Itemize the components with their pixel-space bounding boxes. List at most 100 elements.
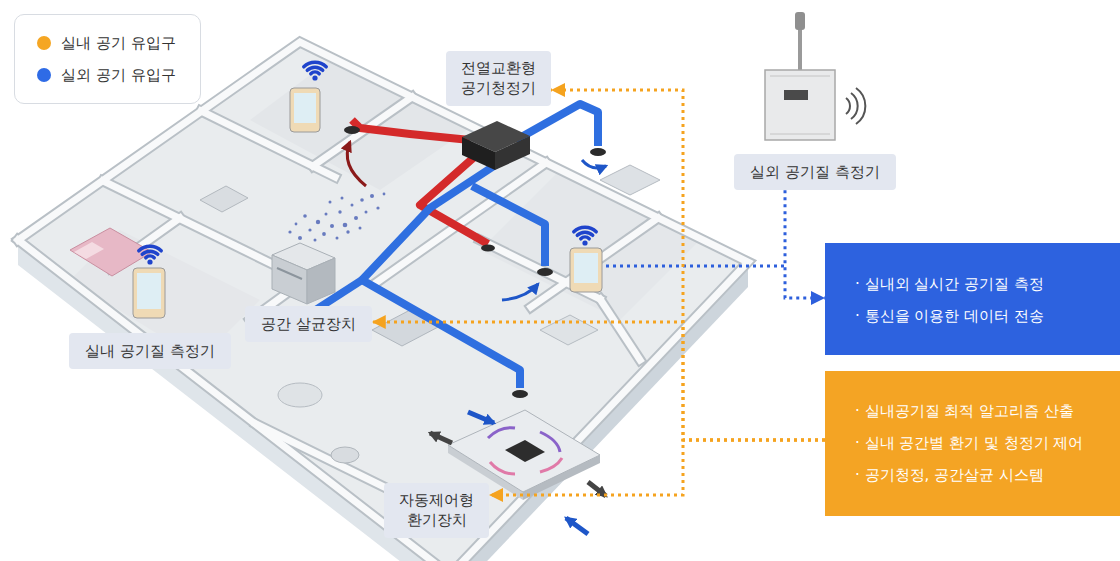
legend-swatch	[37, 36, 51, 50]
label-text: 공간 살균장치	[261, 314, 356, 334]
sterilizer-device	[272, 255, 307, 304]
legend-entry: 실외 공기 유입구	[37, 59, 176, 91]
air-ducts	[472, 186, 545, 266]
ventilation-device	[505, 440, 545, 462]
ventilation-device	[430, 433, 452, 443]
ventilation-device	[490, 462, 515, 474]
building-walls	[18, 42, 748, 561]
indoor-sensor-tablets	[574, 253, 598, 283]
furniture	[600, 165, 660, 195]
outdoor-sensor-device	[795, 12, 805, 30]
building-floor	[250, 60, 470, 190]
wifi-icon	[146, 256, 154, 258]
sterilizer-spray	[370, 194, 374, 198]
air-ducts	[300, 104, 598, 388]
wifi-icon	[139, 246, 161, 251]
outdoor-sensor-device	[798, 30, 802, 70]
indoor-sensor-tablets	[133, 88, 602, 318]
outdoor-sensor-device	[765, 70, 835, 140]
wifi-dot	[147, 259, 152, 264]
heat-exchange-air-purifier	[462, 121, 530, 170]
wifi-icon	[307, 67, 322, 70]
sterilizer-spray	[359, 227, 362, 230]
wifi-dot	[312, 75, 317, 80]
device-label: 실내 공기질 측정기	[69, 333, 231, 369]
building-walls	[18, 42, 748, 561]
sterilizer-spray	[338, 210, 341, 213]
sterilizer-spray	[314, 239, 317, 242]
outdoor-sensor-device	[770, 76, 830, 77]
furniture	[278, 383, 322, 407]
sterilizer-device	[272, 243, 335, 304]
signal-waves	[846, 98, 850, 114]
legend-entry: 실내 공기 유입구	[37, 27, 176, 59]
furniture	[70, 165, 660, 463]
sterilizer-spray	[298, 236, 302, 240]
furniture	[74, 242, 104, 259]
building-walls	[18, 42, 748, 561]
outdoor-sensor-device	[784, 90, 808, 100]
ventilation-device	[448, 410, 600, 492]
ventilation-device	[540, 432, 560, 452]
sterilizer-spray	[329, 201, 332, 204]
building-walls	[18, 42, 748, 561]
air-vents	[344, 126, 606, 398]
indoor-sensor-tablets	[137, 273, 161, 309]
data-line	[606, 265, 785, 268]
heat-exchange-air-purifier	[495, 136, 530, 170]
sterilizer-spray	[330, 224, 334, 228]
building-floor	[18, 42, 748, 561]
wifi-icon	[581, 237, 589, 239]
indoor-sensor-tablets	[290, 88, 320, 132]
signal-waves	[846, 88, 865, 124]
sterilizer-spray	[346, 230, 349, 233]
data-line	[606, 265, 785, 268]
ventilation-device	[566, 518, 588, 534]
sterilizer-spray	[288, 193, 385, 242]
furniture	[540, 315, 598, 345]
signal-waves	[856, 88, 865, 124]
sterilizer-device	[277, 268, 302, 279]
sterilizer-spray	[316, 220, 320, 224]
wifi-icon	[311, 72, 319, 74]
legend-text: 실외 공기 유입구	[61, 66, 176, 85]
sterilizer-spray	[325, 213, 328, 216]
airflow-arrows	[582, 160, 606, 168]
air-vents	[344, 126, 360, 134]
sterilizer-spray	[288, 230, 291, 233]
sterilizer-spray	[360, 198, 364, 202]
airflow-arrows	[502, 284, 538, 300]
wifi-icon	[304, 62, 326, 67]
info-panel: · 실내공기질 최적 알고리즘 산출· 실내 공간별 환기 및 청정기 제어· …	[825, 371, 1120, 516]
sterilizer-spray	[308, 228, 311, 231]
furniture	[331, 447, 359, 463]
sterilizer-spray	[376, 206, 379, 209]
label-text: 전열교환형 공기청정기	[461, 58, 536, 99]
wifi-icon	[142, 251, 157, 254]
bullet-text: · 실내 공간별 환기 및 청정기 제어	[855, 427, 1110, 459]
sterilizer-spray	[365, 211, 368, 214]
control-connector	[551, 90, 825, 440]
bullet-text: · 통신을 이용한 데이터 전송	[855, 300, 1110, 332]
label-text: 실외 공기질 측정기	[750, 162, 880, 182]
indoor-sensor-tablets	[133, 268, 165, 318]
sterilizer-spray	[354, 216, 358, 220]
sterilizer-spray	[336, 237, 339, 240]
bullet-text: · 공기청정, 공간살균 시스템	[855, 459, 1110, 491]
bullet-text: · 실내공기질 최적 알고리즘 산출	[855, 395, 1110, 427]
outdoor-sensor-device	[770, 134, 830, 135]
air-vents	[590, 148, 606, 156]
wifi-icon	[574, 227, 596, 232]
control-connector	[489, 440, 825, 495]
air-vents	[512, 390, 528, 398]
air-vents	[481, 245, 495, 252]
legend-box: 실내 공기 유입구실외 공기 유입구	[14, 14, 201, 104]
airflow-arrows	[347, 142, 606, 300]
device-label: 실외 공기질 측정기	[734, 154, 896, 190]
data-connector	[785, 190, 825, 298]
building-walls	[600, 299, 640, 360]
wifi-dot	[582, 240, 587, 245]
label-text: 자동제어형 환기장치	[399, 490, 474, 531]
device-label: 전열교환형 공기청정기	[446, 51, 551, 106]
ventilation-device	[488, 428, 515, 438]
